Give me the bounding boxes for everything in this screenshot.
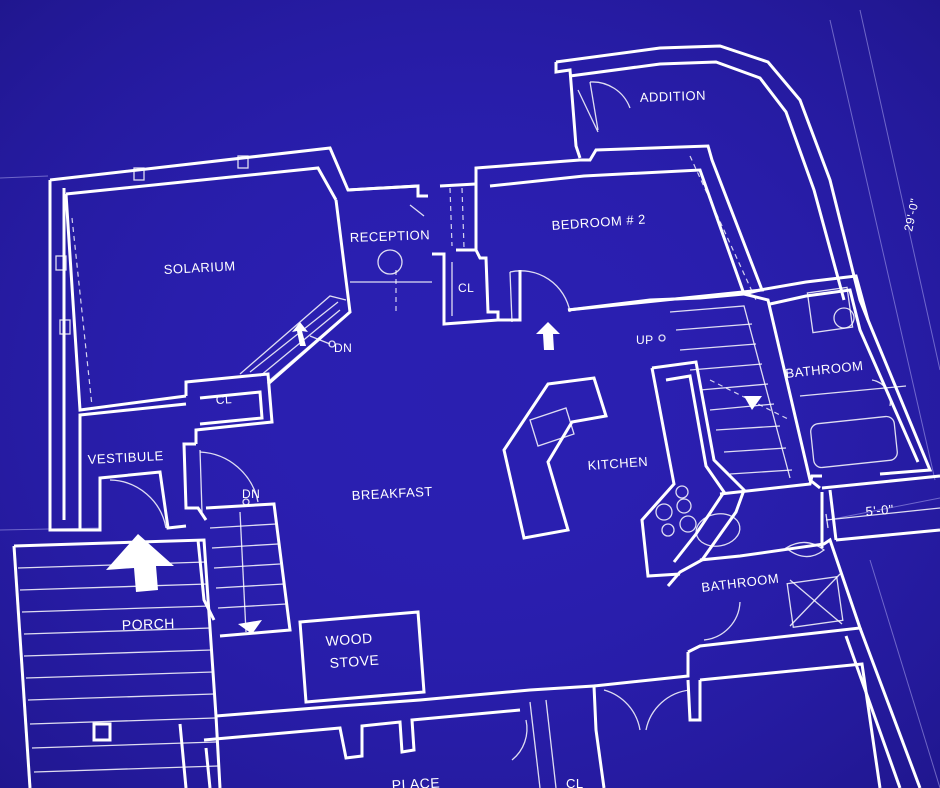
room-label-closet-mid: CL [215,392,232,407]
room-label-reception: RECEPTION [350,227,431,245]
bathroom-bottom-walls [687,489,863,654]
room-label-solarium: SOLARIUM [163,258,236,277]
room-label-fireplace: PLACE [391,774,440,788]
wood-stove [298,610,426,704]
dimension-vertical: 29'-0" [901,197,922,233]
room-label-addition: ADDITION [640,88,707,105]
stair-arrow-icon [744,396,762,410]
kitchen-counter [640,360,746,587]
stair-arrow-icon [238,620,262,634]
room-label-closet-upper: CL [458,281,474,295]
closet-upper [432,249,571,326]
bedroom-walls [474,144,765,312]
stair-dn-lower: DN [242,487,260,501]
entry-arrow-icon [106,534,174,592]
lower-structure [178,652,882,788]
direction-arrow-icon [292,322,308,346]
room-label-porch: PORCH [122,615,176,633]
porch [12,538,222,788]
room-label-breakfast: BREAKFAST [351,484,433,503]
reception-walls [347,182,478,312]
lower-stair [205,498,292,638]
construction-lines [0,9,940,788]
room-label-bedroom: BEDROOM # 2 [551,211,646,233]
room-label-vestibule: VESTIBULE [87,448,164,467]
stair-up: UP [636,333,654,347]
room-label-wood: WOOD [325,630,373,649]
dimension-horizontal: 5'-0" [865,502,895,519]
room-label-kitchen: KITCHEN [587,454,648,473]
kitchen-island [502,376,608,540]
stair-dn-upper: DN [334,341,352,355]
addition-walls [554,44,870,321]
room-label-stove: STOVE [329,652,380,671]
entry-arrow-icon [536,322,560,350]
room-label-closet-bottom: CL [566,776,584,788]
outer-right [821,474,940,788]
right-stair [658,292,822,496]
dimension-markers [825,507,940,529]
main-walls [80,288,761,532]
bathroom-right-walls [759,274,933,476]
